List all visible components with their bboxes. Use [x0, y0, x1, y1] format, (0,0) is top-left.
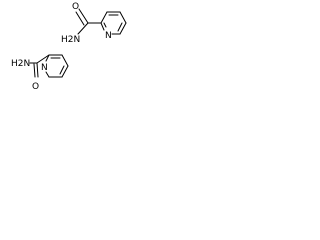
oxygen-label-2: O [32, 82, 39, 92]
ring-bond-1a [100, 11, 108, 24]
chemical-structure-diagram: O H2N N H2N O N [11, 2, 127, 92]
ring-double-1c [103, 22, 107, 28]
ring-nitrogen-label-1: N [105, 31, 112, 41]
ring-bond-2b [61, 54, 69, 67]
molecule-2: H2N O N [11, 54, 69, 92]
ring-bond-1d [119, 22, 127, 35]
bond-carbonyl-oxygen-2b [33, 63, 36, 78]
bond-carbonyl-amine-1 [77, 22, 89, 35]
ring-bond-1f [100, 22, 105, 31]
ring-bond-2e [45, 71, 50, 78]
oxygen-label-1: O [72, 2, 79, 12]
bond-carbonyl-ring-2 [36, 54, 50, 64]
amine-label-1: H2N [61, 35, 80, 45]
ring-double-2b [59, 65, 65, 75]
molecule-1: O H2N N [61, 2, 127, 45]
ring-bond-2c [61, 65, 69, 78]
bond-carbonyl-oxygen-1b [75, 11, 85, 26]
bond-carbonyl-oxygen-1 [78, 8, 89, 24]
ring-double-1b [117, 22, 123, 32]
amine-label-2: H2N [11, 59, 30, 69]
ring-bond-2f [45, 54, 50, 62]
bond-carbonyl-oxygen-2 [36, 62, 39, 78]
ring-nitrogen-label-2: N [41, 63, 48, 73]
ring-bond-1c [119, 11, 127, 24]
